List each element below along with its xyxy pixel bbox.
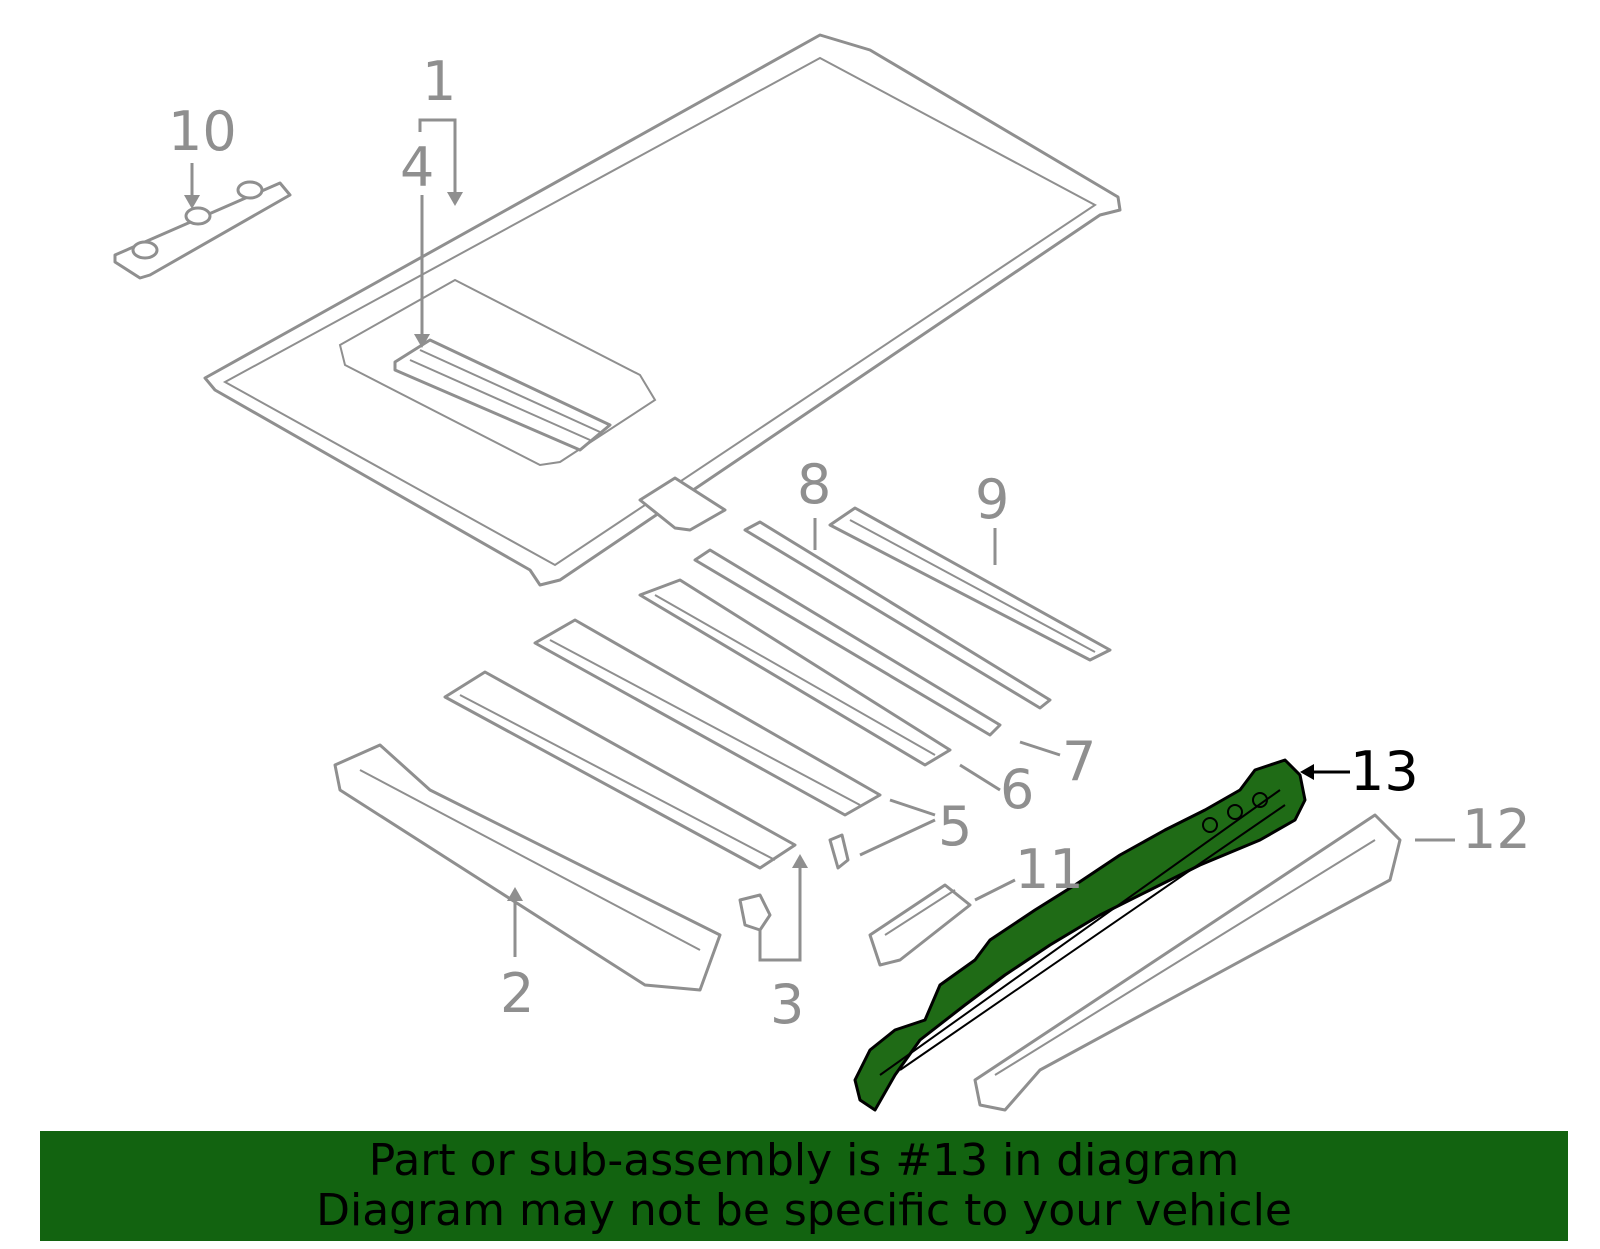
roof-panel (203, 33, 1122, 587)
leader-6 (959, 763, 1001, 792)
leader-5 (859, 798, 936, 857)
callout-13: 13 (1350, 740, 1419, 803)
leader-1 (418, 118, 463, 206)
callout-10: 10 (168, 100, 237, 163)
callout-2: 2 (500, 962, 534, 1025)
info-banner: Part or sub-assembly is #13 in diagram D… (40, 1131, 1568, 1241)
side-rail-12 (973, 813, 1402, 1112)
front-header-panel (333, 743, 722, 992)
bracket-10 (113, 180, 292, 280)
leader-13 (1300, 764, 1350, 780)
roof-bracket (638, 476, 727, 532)
leader-2 (507, 887, 523, 957)
callout-7: 7 (1062, 730, 1096, 793)
banner-line-2: Diagram may not be specific to your vehi… (316, 1185, 1292, 1236)
callout-8: 8 (797, 453, 831, 516)
callout-11: 11 (1015, 838, 1084, 901)
callout-5: 5 (938, 795, 972, 858)
callout-6: 6 (1000, 758, 1034, 821)
leader-3 (758, 854, 808, 962)
clip-3 (738, 893, 772, 932)
callout-12: 12 (1462, 798, 1531, 861)
rear-header (828, 506, 1112, 662)
banner-line-1: Part or sub-assembly is #13 in diagram (368, 1135, 1240, 1186)
callout-4: 4 (400, 136, 434, 199)
highlighted-part-13 (853, 758, 1307, 1112)
roof-bow-rear (638, 578, 952, 767)
roof-bow-middle (533, 618, 882, 817)
bracket-11 (868, 883, 972, 967)
callout-9: 9 (975, 468, 1009, 531)
leader-7 (1019, 740, 1061, 757)
leader-11 (974, 878, 1016, 902)
callout-3: 3 (770, 973, 804, 1036)
clip-5 (828, 833, 850, 870)
roof-rail-inner (693, 548, 1002, 737)
leader-4 (414, 195, 430, 348)
leader-10 (184, 163, 200, 209)
roof-bow-front (443, 670, 797, 870)
callout-1: 1 (422, 50, 456, 113)
roof-rail-outer (743, 520, 1052, 710)
